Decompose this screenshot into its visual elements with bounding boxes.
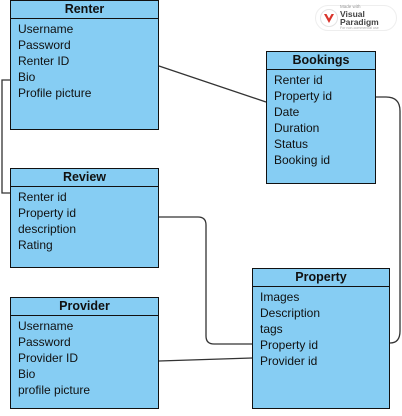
field-password: Password: [18, 38, 71, 52]
field-list: Renter id Property id Date Duration Stat…: [267, 70, 375, 168]
connector-review-property: [159, 216, 252, 345]
field-list: Renter id Property id description Rating: [11, 187, 158, 253]
field-duration: Duration: [274, 121, 320, 135]
field-description: description: [18, 222, 77, 236]
entity-title: Renter: [11, 1, 158, 19]
field-images: Images: [260, 290, 300, 304]
field-renter-id: Renter id: [274, 73, 323, 87]
visual-paradigm-logo-icon: [320, 9, 338, 27]
entity-bookings[interactable]: Bookings Renter id Property id Date Dura…: [266, 51, 376, 184]
entity-title: Review: [11, 169, 158, 187]
field-password: Password: [18, 335, 71, 349]
entity-title: Provider: [11, 298, 158, 316]
field-list: Images Description tags Property id Prov…: [253, 287, 389, 369]
connector-renter-review: [1, 79, 10, 194]
field-booking-id: Booking id: [274, 153, 331, 167]
watermark-text: Made with Visual Paradigm For non-commer…: [340, 5, 396, 30]
field-property-id: Property id: [274, 89, 333, 103]
entity-renter[interactable]: Renter Username Password Renter ID Bio P…: [10, 0, 159, 130]
entity-title: Bookings: [267, 52, 375, 70]
entity-provider[interactable]: Provider Username Password Provider ID B…: [10, 297, 159, 409]
field-date: Date: [274, 105, 300, 119]
field-profile-picture: Profile picture: [18, 86, 92, 100]
entity-property[interactable]: Property Images Description tags Propert…: [252, 268, 390, 409]
visual-paradigm-watermark: Made with Visual Paradigm For non-commer…: [315, 5, 397, 31]
field-rating: Rating: [18, 238, 53, 252]
field-list: Username Password Renter ID Bio Profile …: [11, 19, 158, 101]
field-username: Username: [18, 319, 74, 333]
connector-provider-property: [158, 357, 253, 362]
field-bio: Bio: [18, 70, 36, 84]
field-property-id: Property id: [18, 206, 77, 220]
watermark-line-2: Visual Paradigm: [340, 8, 379, 28]
connector-bookings-property: [376, 96, 401, 344]
entity-review[interactable]: Review Renter id Property id description…: [10, 168, 159, 268]
watermark-line-1: Made with: [340, 4, 361, 10]
field-tags: tags: [260, 322, 283, 336]
field-list: Username Password Provider ID Bio profil…: [11, 316, 158, 398]
watermark-line-3: For non-commercial use: [340, 25, 379, 30]
field-provider-id: Provider id: [260, 354, 318, 368]
field-description: Description: [260, 306, 321, 320]
field-profile-picture: profile picture: [18, 383, 91, 397]
field-provider-id: Provider ID: [18, 351, 79, 365]
field-renter-id: Renter id: [18, 190, 67, 204]
field-renter-id: Renter ID: [18, 54, 70, 68]
field-username: Username: [18, 22, 74, 36]
connector-renter-bookings: [158, 65, 267, 103]
field-bio: Bio: [18, 367, 36, 381]
field-property-id: Property id: [260, 338, 319, 352]
field-status: Status: [274, 137, 309, 151]
entity-title: Property: [253, 269, 389, 287]
